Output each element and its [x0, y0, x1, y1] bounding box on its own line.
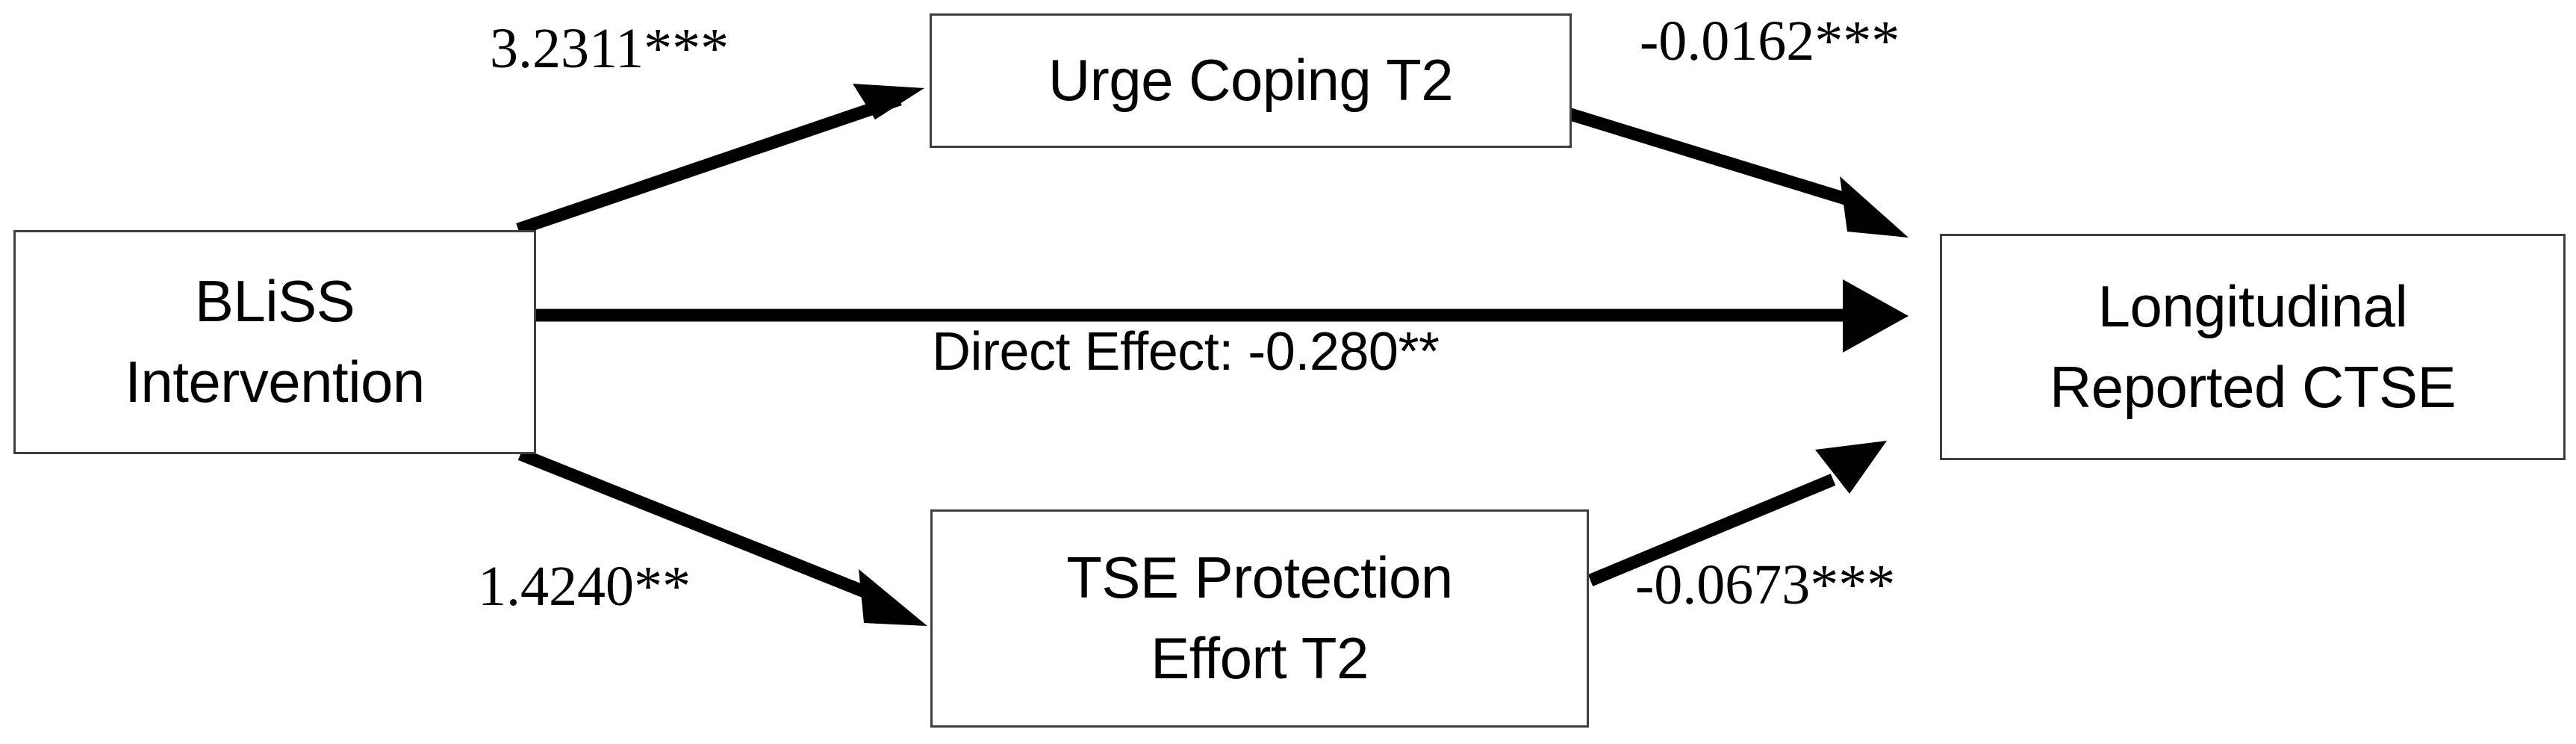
- node-tse-protection-effort-t2-line2: Effort T2: [1151, 625, 1369, 691]
- edge-label-direct-effect: Direct Effect: -0.280**: [932, 322, 1440, 382]
- node-bliss-intervention: BLiSS Intervention: [13, 230, 536, 454]
- edge-label-bliss-to-urge-coping: 3.2311***: [490, 17, 729, 80]
- edge-label-urge-coping-to-ctse: -0.0162***: [1640, 10, 1900, 72]
- arrow-bliss-to-urge-coping: [516, 84, 924, 236]
- node-urge-coping-t2-line1: Urge Coping T2: [1048, 47, 1454, 114]
- node-tse-protection-effort-t2: TSE Protection Effort T2: [930, 509, 1589, 728]
- node-bliss-intervention-line2: Intervention: [125, 349, 425, 415]
- edge-label-tse-protection-to-ctse: -0.0673***: [1635, 554, 1896, 616]
- node-urge-coping-t2: Urge Coping T2: [930, 13, 1572, 148]
- arrow-bliss-to-tse-protection: [517, 448, 927, 626]
- node-longitudinal-reported-ctse-line2: Reported CTSE: [2049, 353, 2457, 420]
- node-longitudinal-reported-ctse-line1: Longitudinal: [2097, 273, 2408, 339]
- node-tse-protection-effort-t2-line1: TSE Protection: [1066, 545, 1453, 611]
- arrow-direct-effect: [530, 279, 1908, 353]
- arrow-urge-coping-to-ctse: [1566, 107, 1908, 238]
- node-bliss-intervention-line1: BLiSS: [194, 268, 355, 335]
- arrow-tse-protection-to-ctse: [1587, 441, 1887, 586]
- node-longitudinal-reported-ctse: Longitudinal Reported CTSE: [1940, 234, 2566, 460]
- edge-label-bliss-to-tse-protection: 1.4240**: [478, 555, 691, 618]
